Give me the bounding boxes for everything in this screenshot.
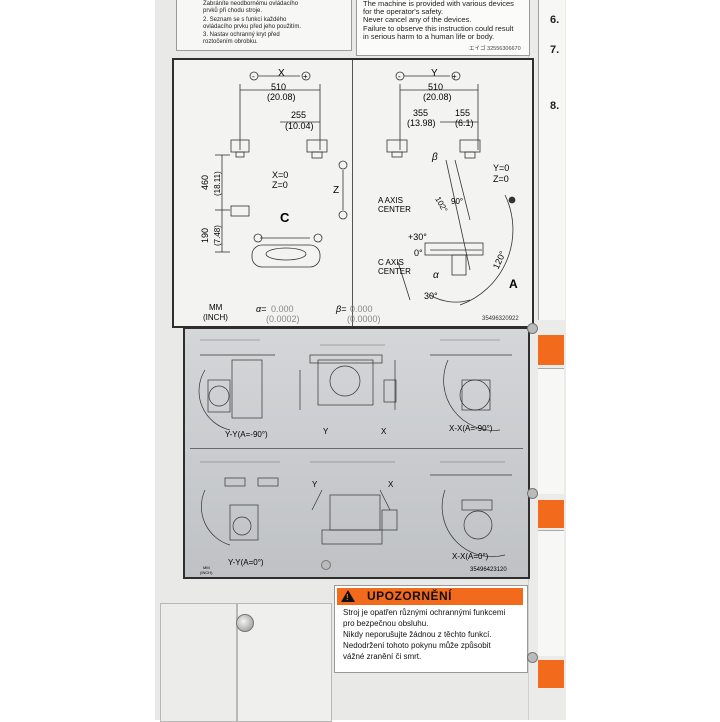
alpha-inch-value: (0.0002) <box>266 314 300 324</box>
label-line: roztočením obrobku. <box>203 39 258 45</box>
label-line: 2. Seznam se s funkcí každého <box>203 17 287 23</box>
y-plus: + <box>452 72 457 81</box>
warning-line-5: vážné zranění či smrt. <box>343 652 422 661</box>
upper-plate-divider <box>352 60 353 326</box>
label-line: ovládacího prvku před jeho použitím. <box>203 24 302 30</box>
white-label-edge <box>538 530 564 656</box>
white-label-edge <box>538 368 564 494</box>
upper-part-number: 35496320922 <box>482 316 519 322</box>
label-line: in serious harm to a human life or body. <box>363 32 495 41</box>
warning-header: ! UPOZORNĚNÍ <box>337 588 523 605</box>
z-zero-right: Z=0 <box>493 174 509 184</box>
z-axis-label: Z <box>333 185 340 196</box>
label-line: Never cancel any of the devices. <box>363 15 472 24</box>
dim-510-y-inch: (20.08) <box>423 92 452 102</box>
dim-355-inch: (13.98) <box>407 118 436 128</box>
axis-x-top: X <box>381 427 387 436</box>
unit-mm: MM <box>209 303 223 312</box>
right-plate <box>538 0 565 320</box>
lower-unit-inch: (INCH) <box>200 570 213 575</box>
y-axis-label: Y <box>431 68 438 79</box>
axis-y-bottom: Y <box>312 480 318 489</box>
x-plus: + <box>303 72 308 81</box>
dim-155-inch: (6.1) <box>455 118 474 128</box>
orange-warning-edge <box>538 500 564 528</box>
lower-part-number: 35496423120 <box>470 567 507 573</box>
label-line: 3. Nastav ochranný kryt před <box>203 32 280 38</box>
screw <box>527 323 538 334</box>
label-line: Zabráníte neodbornému ovládacího <box>203 1 299 7</box>
warning-line-3: Nikdy neporušujte žádnou z těchto funkcí… <box>343 630 492 639</box>
warning-exclaim: ! <box>346 593 349 602</box>
dim-510-y: 510 <box>428 82 444 92</box>
lower-dimension-plate <box>183 327 530 579</box>
unit-inch: (INCH) <box>203 313 228 322</box>
a-axis-label: A <box>509 277 518 291</box>
warning-title: UPOZORNĚNÍ <box>367 589 453 603</box>
dim-255-inch: (10.04) <box>285 121 314 131</box>
alpha-symbol: α <box>433 270 439 281</box>
side-number-7: 7. <box>550 44 560 56</box>
view-label-yy-a0: Y-Y(A=0°) <box>228 558 264 567</box>
beta-value: 0.000 <box>350 304 373 314</box>
z-zero: Z=0 <box>272 180 288 190</box>
lower-unit-mm: MM <box>203 565 210 570</box>
c-axis-label: C <box>280 210 290 225</box>
dim-510-inch: (20.08) <box>267 92 296 102</box>
right-background <box>565 0 720 720</box>
y-minus: - <box>398 72 401 81</box>
screw <box>527 488 538 499</box>
alpha-equals: α= <box>256 304 267 314</box>
cabinet-door-left <box>160 603 237 722</box>
axis-y-top: Y <box>323 427 329 436</box>
y-zero: Y=0 <box>493 163 510 173</box>
beta-symbol: β <box>432 152 438 163</box>
door-bolt[interactable] <box>236 614 254 632</box>
dim-355: 355 <box>413 108 429 118</box>
left-background <box>0 0 155 720</box>
axis-x-bottom: X <box>388 480 394 489</box>
view-label-yy-a-minus90: Y-Y(A=-90°) <box>225 430 268 439</box>
c-axis-center: C AXIS CENTER <box>378 258 411 276</box>
top-right-label: The machine is provided with various dev… <box>356 0 530 56</box>
x-minus: - <box>252 72 255 81</box>
orange-warning-edge <box>538 335 564 365</box>
angle-plus-30: +30° <box>408 232 427 242</box>
top-left-label: Zabráníte neodbornému ovládacího prvků p… <box>176 0 352 51</box>
dim-155: 155 <box>455 108 471 118</box>
view-label-xx-a0: X-X(A=0°) <box>452 552 489 561</box>
view-label-xx-a-minus90: X-X(A=-90°) <box>449 424 493 433</box>
warning-line-2: pro bezpečnou obsluhu. <box>343 619 429 628</box>
a-axis-center: A AXIS CENTER <box>378 196 411 214</box>
side-number-8: 8. <box>550 100 560 112</box>
warning-line-4: Nedodržení tohoto pokynu může způsobit <box>343 641 491 650</box>
upper-axis-plate <box>172 58 534 328</box>
angle-0: 0° <box>414 248 423 258</box>
lower-plate-hline <box>190 448 523 449</box>
warning-line-1: Stroj je opatřen různými ochrannými funk… <box>343 608 506 617</box>
beta-equals: β= <box>336 304 347 314</box>
side-number-6: 6. <box>550 14 560 26</box>
x-zero: X=0 <box>272 170 289 180</box>
label-line: for the operator's safety. <box>363 7 444 16</box>
part-number: エイゴ 32556306670 <box>469 46 521 52</box>
beta-inch-value: (0.0000) <box>347 314 381 324</box>
alpha-value: 0.000 <box>271 304 294 314</box>
x-axis-label: X <box>278 68 285 79</box>
angle-90: 90° <box>451 197 464 206</box>
label-line: prvků při chodu stroje. <box>203 8 263 14</box>
dim-510: 510 <box>271 82 287 92</box>
angle-30: 30° <box>424 291 438 301</box>
screw <box>321 560 331 570</box>
label-line: The machine is provided with various dev… <box>363 0 514 8</box>
warning-triangle-icon <box>341 590 355 602</box>
screw <box>527 652 538 663</box>
label-line: Failure to observe this instruction coul… <box>363 24 514 33</box>
orange-warning-edge <box>538 660 564 688</box>
dim-255: 255 <box>291 110 307 120</box>
